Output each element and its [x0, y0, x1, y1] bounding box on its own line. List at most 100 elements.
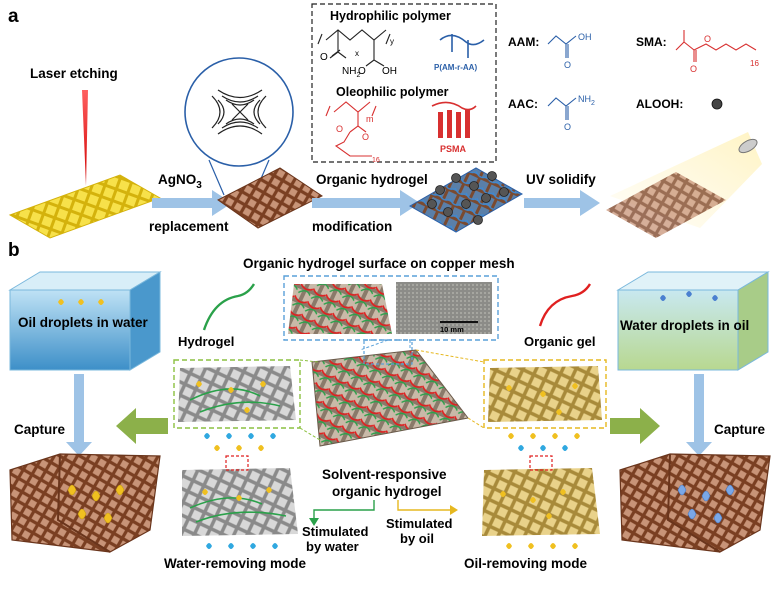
- o-label-4: O: [362, 132, 369, 142]
- legend-aam: AAM:: [508, 35, 539, 49]
- falling-droplets-left: [204, 433, 276, 451]
- yellow-mesh: [8, 174, 162, 239]
- stim-water-1: Stimulated: [302, 524, 369, 539]
- scale-label: 10 mm: [440, 325, 464, 334]
- capture-arrow-left: [66, 374, 92, 456]
- zoom-lines-right: [415, 349, 485, 429]
- legend-alooh: ALOOH:: [636, 97, 683, 111]
- arrow-uv: [524, 190, 600, 216]
- left-zoom-mesh: [178, 366, 296, 422]
- psma-polymer-icon: [431, 101, 477, 138]
- m-label: m: [366, 114, 374, 124]
- center-zoom-marker: [363, 339, 413, 365]
- water-mode-drain-droplets: [206, 543, 278, 549]
- organic-gel-label: Organic gel: [524, 334, 596, 349]
- stim-water-arrow: [313, 500, 375, 522]
- modification-label: modification: [312, 219, 392, 234]
- zoom-lines-top: [359, 339, 411, 351]
- o-label-1: O: [320, 52, 328, 63]
- pam-polymer-icon: [439, 34, 485, 58]
- hydrogel-label: Hydrogel: [178, 334, 234, 349]
- copper-basket-left: [9, 453, 161, 553]
- uv-lamp-icon: [738, 138, 758, 154]
- legend-aac: AAC:: [508, 97, 538, 111]
- water-mode-droplets: [202, 487, 272, 501]
- zoom-lines-left: [299, 359, 321, 441]
- copper-basket-right: [619, 453, 771, 553]
- stim-oil-arrowhead: [450, 505, 458, 515]
- oh-label: OH: [382, 66, 397, 77]
- aac-nh2: NH2: [578, 94, 595, 107]
- panel-b-title: Organic hydrogel surface on copper mesh: [243, 256, 515, 271]
- capture-left-label: Capture: [14, 422, 65, 437]
- aac-o: O: [564, 122, 571, 132]
- aam-o: O: [564, 60, 571, 70]
- magnifier-circle: [184, 57, 294, 167]
- oil-mode-label: Oil-removing mode: [464, 556, 588, 571]
- stim-oil-2: by oil: [400, 531, 434, 546]
- aac-structure: [547, 97, 577, 120]
- zoom-box-left: [173, 359, 301, 429]
- alooh-legend-dot: [711, 98, 723, 110]
- stim-oil-arrow: [397, 500, 452, 511]
- alooh-particles: [427, 171, 509, 225]
- capture-right-label: Capture: [714, 422, 765, 437]
- water-mode-marker: [225, 455, 249, 471]
- laser-etching-label: Laser etching: [30, 66, 118, 81]
- stim-oil-1: Stimulated: [386, 516, 453, 531]
- falling-droplets-right: [508, 433, 580, 451]
- oil-in-water-label: Oil droplets in water: [18, 315, 149, 330]
- oil-mode-mesh: [482, 468, 600, 536]
- top-mesh-render: [288, 284, 392, 334]
- arrow-replacement: [152, 190, 232, 216]
- arrow-modification: [312, 190, 420, 216]
- sma-o1: O: [704, 34, 711, 44]
- aam-structure: [547, 35, 577, 58]
- uv-solidify-label: UV solidify: [526, 172, 596, 187]
- stim-water-2: by water: [306, 539, 359, 554]
- organic-gel-curve-icon: [538, 283, 592, 327]
- o-label-2: O: [358, 66, 366, 77]
- polymer-box: [311, 3, 497, 163]
- solidified-mesh: [606, 172, 726, 238]
- oil-mode-marker: [529, 455, 553, 471]
- pam-label: P(AM-r-AA): [434, 63, 477, 72]
- water-in-oil-label: Water droplets in oil: [620, 318, 749, 333]
- etched-cross-icon: [211, 89, 267, 135]
- center-mesh: [311, 349, 469, 447]
- oleophilic-title: Oleophilic polymer: [336, 85, 449, 99]
- yellow-droplets-left: [196, 381, 266, 413]
- panel-b-label: b: [8, 240, 20, 261]
- copper-mesh: [217, 167, 323, 229]
- solvent-line-1: Solvent-responsive: [322, 467, 447, 482]
- oil-tank: [616, 271, 770, 371]
- stim-water-arrowhead: [309, 518, 319, 526]
- micrograph-image: [396, 282, 492, 334]
- hydrogel-curve-icon: [202, 283, 256, 331]
- o-label-3: O: [336, 124, 343, 134]
- agno3-label: AgNO3: [158, 172, 202, 191]
- sma-structure: [675, 30, 757, 62]
- sub-16: 16: [372, 157, 380, 164]
- sma-16: 16: [750, 59, 759, 68]
- hydrophilic-structure: [317, 29, 391, 67]
- water-mode-label: Water-removing mode: [164, 556, 307, 571]
- psma-label: PSMA: [440, 144, 467, 154]
- sub-x: x: [355, 49, 359, 58]
- zoom-box-right: [483, 359, 607, 429]
- laser-beam: [82, 90, 88, 186]
- aam-oh: OH: [578, 32, 592, 42]
- oil-mode-drain-droplets: [506, 543, 578, 549]
- solvent-line-2: organic hydrogel: [332, 484, 442, 499]
- green-arrow-right: [610, 408, 660, 444]
- green-arrow-left: [116, 408, 168, 444]
- legend-sma: SMA:: [636, 35, 667, 49]
- nh2-label: NH2: [342, 66, 360, 79]
- hydrophilic-title: Hydrophilic polymer: [330, 9, 451, 23]
- panel-a-label: a: [8, 6, 19, 27]
- sub-y: y: [390, 37, 394, 46]
- organic-hydrogel-label: Organic hydrogel: [316, 172, 428, 187]
- psma-structure: [325, 101, 377, 157]
- replacement-label: replacement: [149, 219, 229, 234]
